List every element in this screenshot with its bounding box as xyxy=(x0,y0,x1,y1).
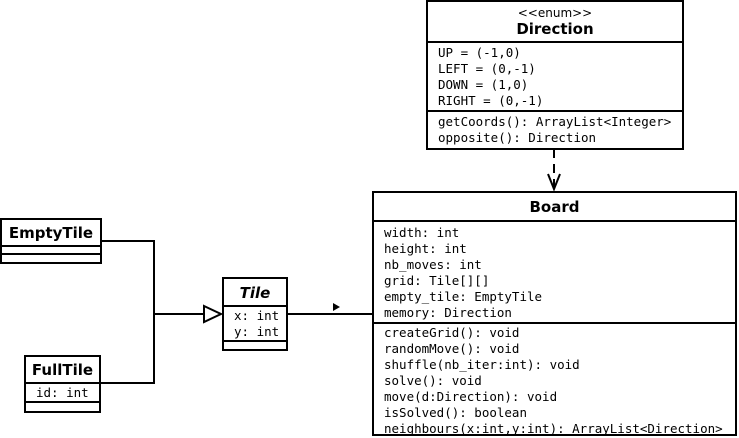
direction-stereotype: <<enum>> xyxy=(517,6,593,20)
full-tile-methods xyxy=(26,403,99,409)
full-tile-header: FullTile xyxy=(26,357,99,384)
direction-header: <<enum>> Direction xyxy=(428,2,682,43)
tile-attributes: x: int y: int xyxy=(224,307,286,342)
board-header: Board xyxy=(374,193,735,222)
empty-tile-header: EmptyTile xyxy=(2,220,100,247)
association-direction-marker xyxy=(333,303,340,311)
attribute: empty_tile: EmptyTile xyxy=(384,289,543,304)
attribute: grid: Tile[][] xyxy=(384,273,490,288)
full-tile-generalization-line xyxy=(101,314,155,384)
method: shuffle(nb_iter:int): void xyxy=(384,357,580,372)
full-tile-attributes: id: int xyxy=(26,384,99,403)
empty-tile-methods xyxy=(2,255,100,261)
enum-value: LEFT = (0,-1) xyxy=(438,61,536,76)
method: getCoords(): ArrayList<Integer> xyxy=(438,114,672,129)
method: isSolved(): boolean xyxy=(384,405,527,420)
tile-class-name: Tile xyxy=(239,284,271,302)
full-tile-class[interactable]: FullTile id: int xyxy=(24,355,101,413)
dependency-arrowhead xyxy=(547,173,561,192)
method: move(d:Direction): void xyxy=(384,389,558,404)
direction-methods: getCoords(): ArrayList<Integer> opposite… xyxy=(428,112,682,147)
empty-tile-attributes xyxy=(2,247,100,255)
attribute: id: int xyxy=(36,385,89,400)
board-class-name: Board xyxy=(529,198,580,216)
direction-enum-class[interactable]: <<enum>> Direction UP = (-1,0) LEFT = (0… xyxy=(426,0,684,150)
full-tile-class-name: FullTile xyxy=(31,361,94,379)
enum-value: DOWN = (1,0) xyxy=(438,77,529,92)
empty-tile-generalization-line xyxy=(101,240,204,315)
inheritance-triangle xyxy=(203,304,224,324)
attribute: nb_moves: int xyxy=(384,257,482,272)
method: randomMove(): void xyxy=(384,341,520,356)
attribute: height: int xyxy=(384,241,467,256)
attribute: width: int xyxy=(384,225,460,240)
board-class[interactable]: Board width: int height: int nb_moves: i… xyxy=(372,191,737,436)
attribute: y: int xyxy=(234,324,280,339)
direction-class-name: Direction xyxy=(516,20,594,38)
empty-tile-class-name: EmptyTile xyxy=(8,224,94,242)
tile-header: Tile xyxy=(224,279,286,307)
board-methods: createGrid(): void randomMove(): void sh… xyxy=(374,324,735,437)
method: solve(): void xyxy=(384,373,482,388)
attribute: memory: Direction xyxy=(384,305,512,320)
board-attributes: width: int height: int nb_moves: int gri… xyxy=(374,222,735,324)
method: neighbours(x:int,y:int): ArrayList<Direc… xyxy=(384,421,723,436)
tile-methods xyxy=(224,342,286,348)
tile-class[interactable]: Tile x: int y: int xyxy=(222,277,288,351)
enum-value: RIGHT = (0,-1) xyxy=(438,93,544,108)
empty-tile-class[interactable]: EmptyTile xyxy=(0,218,102,264)
method: createGrid(): void xyxy=(384,325,520,340)
attribute: x: int xyxy=(234,308,280,323)
direction-values: UP = (-1,0) LEFT = (0,-1) DOWN = (1,0) R… xyxy=(428,43,682,112)
enum-value: UP = (-1,0) xyxy=(438,45,521,60)
method: opposite(): Direction xyxy=(438,130,597,145)
